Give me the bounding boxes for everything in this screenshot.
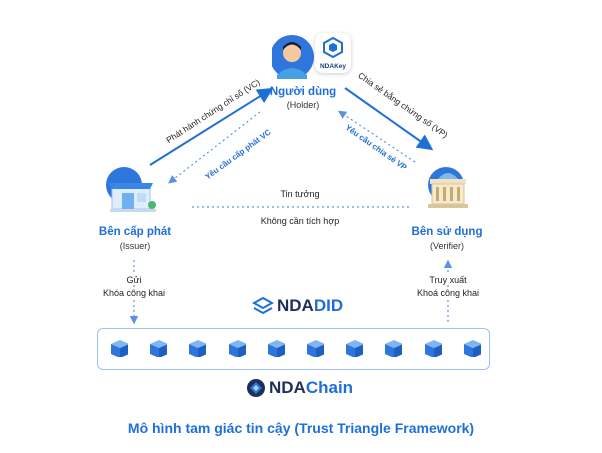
issuer-node xyxy=(104,165,160,215)
chain-block-icon xyxy=(307,340,324,357)
ndachain-icon xyxy=(247,379,265,397)
chain-block-icon xyxy=(463,340,481,357)
ndakey-badge: NDAKey xyxy=(315,33,351,73)
ndakey-icon xyxy=(323,36,343,59)
chain-block-icon xyxy=(111,340,128,357)
ndadid-logo: NDA DID xyxy=(252,295,362,317)
ndachain-logo: NDA Chain xyxy=(246,376,366,400)
holder-node xyxy=(270,35,332,83)
trust-text: Tin tưởng xyxy=(280,189,320,199)
ndadid-prefix: NDA xyxy=(277,296,314,315)
chain-block-icon xyxy=(267,340,285,357)
issuer-link-line1: Gửi xyxy=(94,275,174,285)
holder-label: Người dùng xyxy=(269,86,337,98)
chain-block-icon xyxy=(385,340,403,357)
chain-block-icon xyxy=(424,340,442,357)
verifier-label: Bên sử dụng xyxy=(411,226,483,238)
chain-block-icon xyxy=(346,340,364,357)
shop-icon xyxy=(106,167,156,212)
ndachain-prefix: NDA xyxy=(269,378,306,397)
ndakey-label: NDAKey xyxy=(319,63,346,70)
chain-block-icon xyxy=(189,340,207,357)
issuer-role: (Issuer) xyxy=(119,241,151,251)
issuer-link-line2: Khóa công khai xyxy=(90,288,178,298)
holder-role: (Holder) xyxy=(286,100,320,110)
ndachain-blocks xyxy=(97,328,490,370)
verifier-link-line2: Khoá công khai xyxy=(402,288,494,298)
no-integration-text: Không cần tích hợp xyxy=(260,216,340,226)
ndachain-suffix: Chain xyxy=(305,378,354,397)
chain-block-icon xyxy=(228,340,246,357)
verifier-node xyxy=(420,165,476,215)
issue-vc-arrow xyxy=(149,87,274,166)
issuer-label: Bên cấp phát xyxy=(98,226,172,238)
share-vp-arrow xyxy=(344,87,434,151)
diagram-caption: Mô hình tam giác tin cậy (Trust Triangle… xyxy=(127,420,475,436)
bank-building-icon xyxy=(428,167,468,208)
request-vp-arrow xyxy=(338,110,416,163)
chain-block-icon xyxy=(150,340,168,357)
verifier-link-line1: Truy xuất xyxy=(406,275,490,285)
ndadid-icon xyxy=(252,297,274,315)
verifier-role: (Verifier) xyxy=(429,241,464,251)
user-icon xyxy=(270,35,314,79)
request-vc-arrow xyxy=(168,111,261,184)
ndadid-suffix: DID xyxy=(313,296,344,315)
